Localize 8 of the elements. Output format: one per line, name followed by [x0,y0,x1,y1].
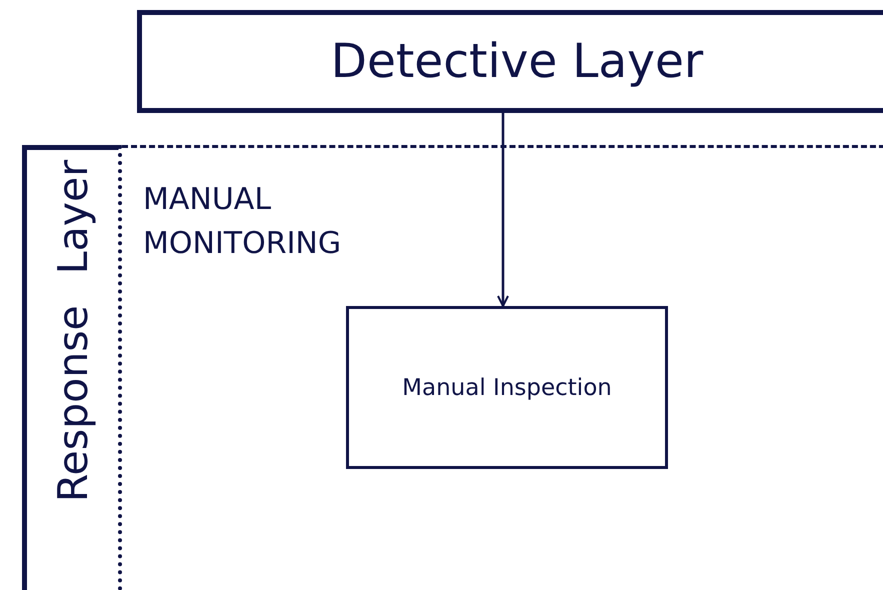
layer-heading: Detective Layer [330,34,704,89]
arrow [497,113,509,307]
layer-box [137,10,883,113]
layer-band [22,145,122,590]
section-heading: MANUAL MONITORING [143,182,342,261]
process-box [346,306,668,469]
node-label: Manual Inspection [402,374,612,400]
layer-heading: Response Layer [48,159,96,502]
